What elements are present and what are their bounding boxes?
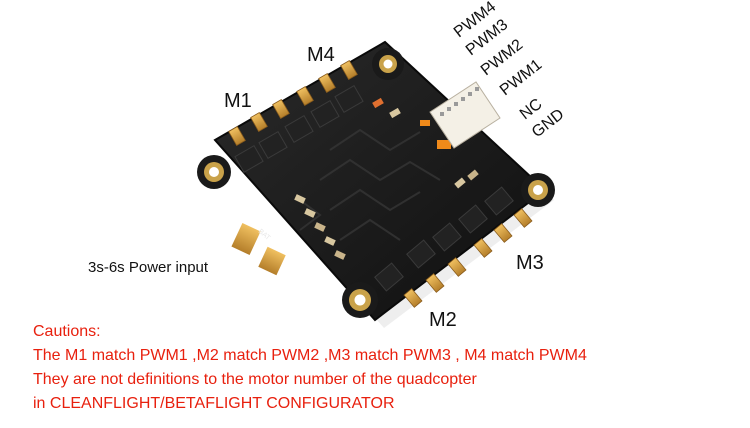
motor-pads [228,60,533,308]
esc-board [197,40,555,322]
motor-label-m4: M4 [307,44,335,66]
caution-line-3: in CLEANFLIGHT/BETAFLIGHT CONFIGURATOR [33,395,395,412]
passive-components [294,97,479,260]
caution-title: Cautions: [33,323,101,340]
motor-label-m1: M1 [224,90,252,112]
mounting-holes [204,55,548,311]
power-input-label: 3s-6s Power input [88,259,209,276]
signal-header-connector [429,81,501,149]
mosfet-chips [234,85,514,292]
motor-label-m2: M2 [429,309,457,331]
caution-line-1: The M1 match PWM1 ,M2 match PWM2 ,M3 mat… [33,347,587,364]
battery-pads: BAT [231,222,286,276]
motor-label-m3: M3 [516,252,544,274]
bat-silkscreen: BAT [257,228,272,242]
caution-line-2: They are not definitions to the motor nu… [33,371,477,388]
